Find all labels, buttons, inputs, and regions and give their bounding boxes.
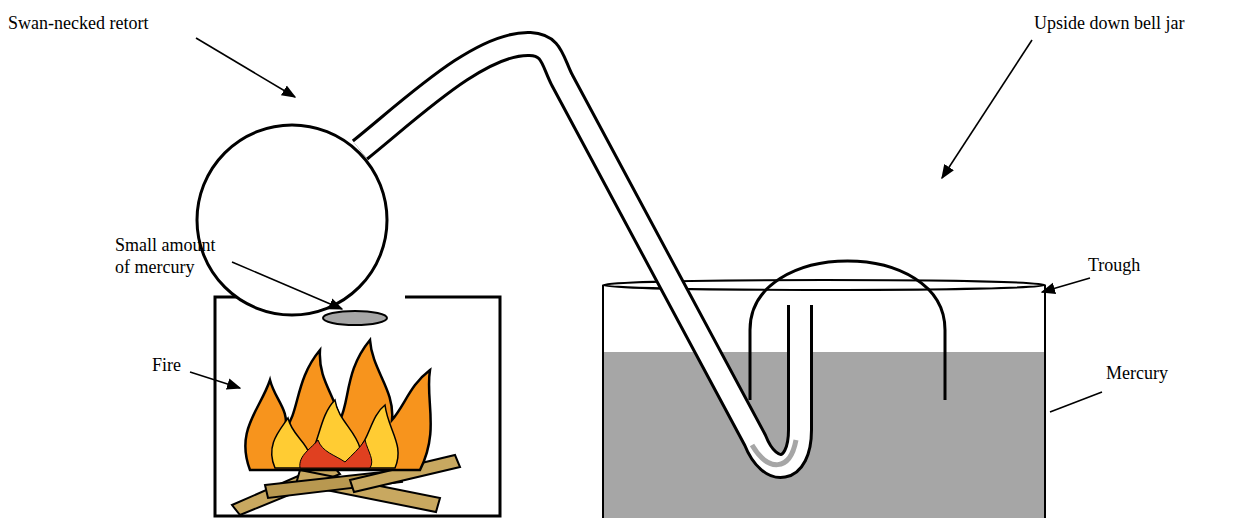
part-label: Small amount of mercury bbox=[115, 234, 233, 278]
retort-neck-inner bbox=[360, 44, 800, 466]
part-label: Mercury bbox=[1106, 362, 1168, 384]
retort-neck bbox=[360, 44, 800, 466]
trough-wall bbox=[1044, 285, 1046, 518]
flames bbox=[245, 340, 430, 470]
part-label: Swan-necked retort bbox=[8, 12, 148, 34]
furnace bbox=[215, 297, 500, 516]
retort-bulb bbox=[197, 125, 387, 315]
part-label: Trough bbox=[1088, 254, 1140, 276]
trough-wall bbox=[602, 285, 604, 518]
part-label: Upside down bell jar bbox=[1034, 12, 1184, 34]
mercury-pool bbox=[603, 352, 1045, 518]
bell-jar bbox=[750, 261, 945, 400]
mercury-sample bbox=[323, 311, 387, 325]
leader-lines bbox=[190, 38, 1102, 412]
part-label: Fire bbox=[152, 354, 181, 376]
tube-mercury bbox=[752, 440, 796, 465]
